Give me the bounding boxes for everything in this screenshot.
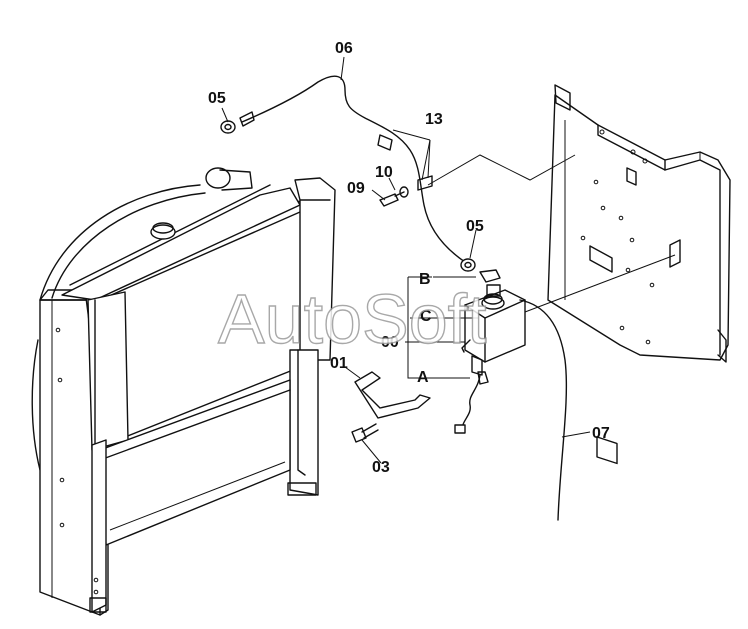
- drain-hose-07: [519, 299, 568, 521]
- label-05-mid: 05: [466, 218, 484, 235]
- label-09: 09: [347, 180, 365, 197]
- overflow-hose-06: [220, 75, 476, 272]
- watermark: AutoSoft: [218, 280, 487, 358]
- label-B: B: [419, 271, 431, 288]
- bolt-03: [351, 423, 379, 443]
- label-05-top: 05: [208, 90, 226, 107]
- tank-leader-line: [524, 254, 676, 313]
- label-07: 07: [592, 425, 610, 442]
- label-C: C: [420, 308, 432, 325]
- bracket-leader-line: [427, 154, 576, 186]
- tank-bracket-01: [354, 371, 431, 419]
- clamp-hardware: [379, 129, 433, 207]
- label-13: 13: [425, 111, 443, 128]
- label-A: A: [417, 369, 429, 386]
- label-00: 00: [381, 334, 399, 351]
- part-leaders: [221, 56, 591, 464]
- coolant-reserve-tank: [454, 269, 526, 434]
- label-03: 03: [372, 459, 390, 476]
- reference-brackets: [405, 276, 478, 379]
- label-06: 06: [335, 40, 353, 57]
- mounting-bracket-panel: [547, 84, 731, 465]
- radiator-assembly: [31, 167, 336, 616]
- label-10: 10: [375, 164, 393, 181]
- label-01: 01: [330, 355, 348, 372]
